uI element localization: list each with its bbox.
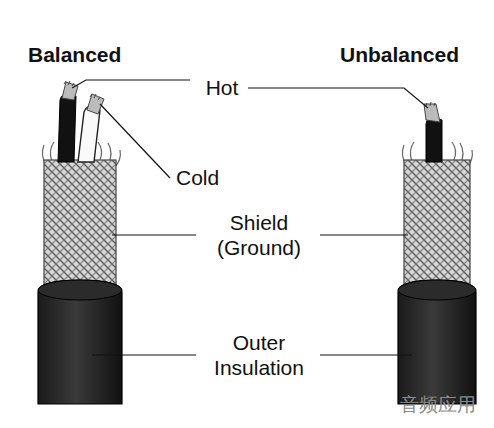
- hot-leader-left: [72, 80, 190, 88]
- insulation-leader-left: [92, 354, 196, 355]
- hot-leader-right: [248, 88, 428, 108]
- leader-lines: [72, 80, 428, 355]
- shield-leader-right: [320, 234, 408, 235]
- watermark: 音频应用: [400, 392, 490, 417]
- cable-type-heading: Unbalanced: [340, 42, 490, 67]
- insulation-leader-right: [320, 354, 412, 355]
- part-label: Outer Insulation: [203, 330, 315, 380]
- part-label: Hot: [198, 75, 246, 100]
- part-label: Shield (Ground): [203, 210, 315, 260]
- part-label: Cold: [176, 165, 246, 190]
- cable-type-heading: Balanced: [28, 42, 158, 67]
- cold-leader: [100, 104, 170, 178]
- shield-leader-left: [112, 234, 196, 235]
- unbalanced-cable: [398, 102, 476, 404]
